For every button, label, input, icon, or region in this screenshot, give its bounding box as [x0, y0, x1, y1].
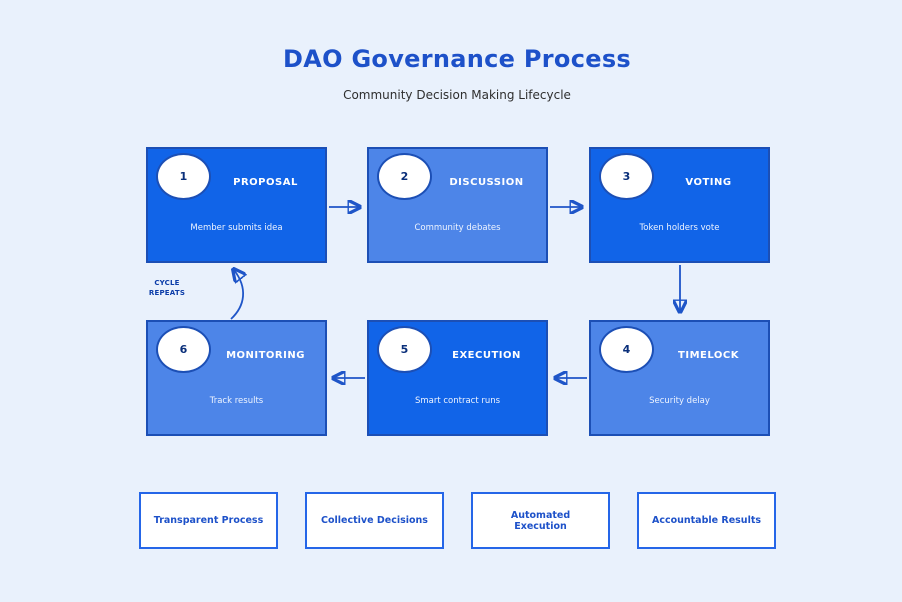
step-description: Smart contract runs [414, 396, 501, 406]
outcome-automated-execution: Automated Execution [471, 492, 610, 549]
step-discussion: 2 DISCUSSION Community debates [367, 147, 548, 263]
step-label: VOTING [685, 177, 732, 188]
step-proposal: 1 PROPOSAL Member submits idea [146, 147, 327, 263]
step-number-badge: 2 [377, 153, 432, 200]
step-description: Track results [209, 396, 264, 406]
step-number-badge: 3 [599, 153, 654, 200]
page-title: DAO Governance Process [282, 45, 631, 73]
step-number-badge: 5 [377, 326, 432, 373]
step-label: EXECUTION [452, 350, 521, 361]
step-description: Security delay [649, 396, 710, 406]
outcome-transparent-process: Transparent Process [139, 492, 278, 549]
step-monitoring: 6 MONITORING Track results [146, 320, 327, 436]
page-subtitle: Community Decision Making Lifecycle [343, 88, 571, 102]
step-description: Member submits idea [190, 223, 283, 233]
step-number-badge: 6 [156, 326, 211, 373]
arrow-monitoring-to-proposal-cycle [231, 270, 243, 320]
step-description: Token holders vote [639, 223, 720, 233]
step-label: DISCUSSION [449, 177, 524, 188]
step-voting: 3 VOTING Token holders vote [589, 147, 770, 263]
step-label: TIMELOCK [678, 350, 739, 361]
step-label: PROPOSAL [233, 177, 298, 188]
step-description: Community debates [414, 223, 501, 233]
outcome-accountable-results: Accountable Results [637, 492, 776, 549]
step-execution: 5 EXECUTION Smart contract runs [367, 320, 548, 436]
step-number-badge: 4 [599, 326, 654, 373]
outcome-collective-decisions: Collective Decisions [305, 492, 444, 549]
step-timelock: 4 TIMELOCK Security delay [589, 320, 770, 436]
step-number-badge: 1 [156, 153, 211, 200]
step-label: MONITORING [226, 350, 305, 361]
cycle-repeats-label: CYCLE REPEATS [148, 279, 186, 297]
